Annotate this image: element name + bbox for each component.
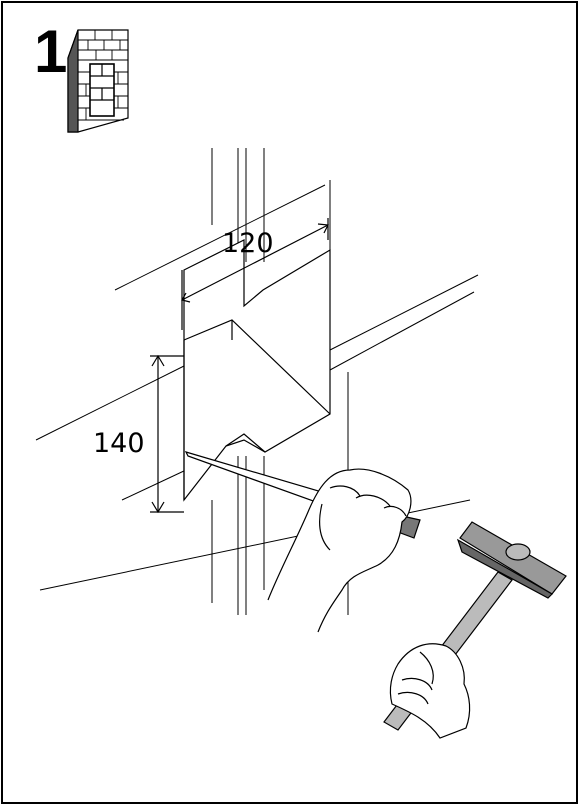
width-dimension-label: 120 [222,228,274,259]
step-number: 1 [34,18,68,85]
dimension-lines [150,218,329,514]
height-dimension-label: 140 [93,428,145,459]
hand-on-hammer [389,643,471,739]
hands-icon [267,468,412,633]
brick-wall-icon [67,29,129,133]
